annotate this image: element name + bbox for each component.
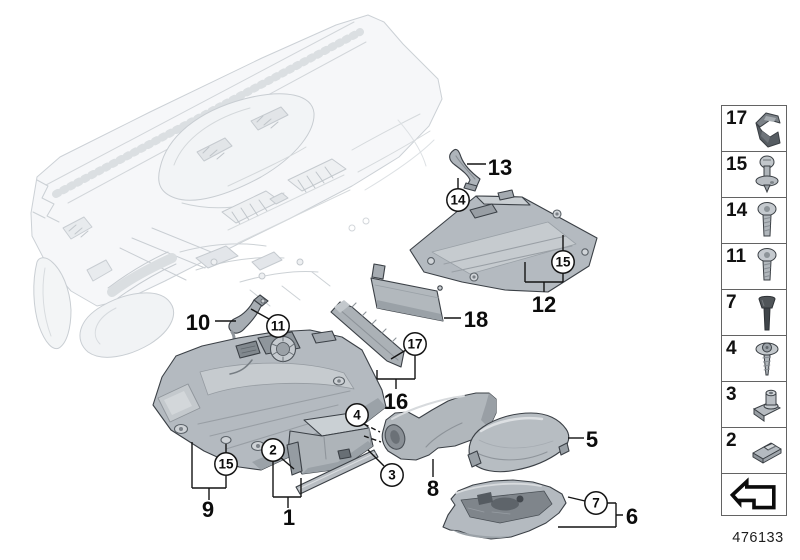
callout-circled-17[interactable]: 17 xyxy=(403,332,427,356)
part-1-storage-compartment xyxy=(286,412,379,495)
callout-label-16[interactable]: 16 xyxy=(384,389,408,414)
legend-label: 11 xyxy=(726,246,747,267)
svg-text:15: 15 xyxy=(555,255,571,270)
callout-label-8[interactable]: 8 xyxy=(427,476,439,501)
expansion-pin-icon xyxy=(758,295,776,330)
callout-leader-lines xyxy=(191,163,623,528)
legend-label: 15 xyxy=(726,154,748,175)
expanding-rivet-icon xyxy=(755,155,779,193)
legend-label: 14 xyxy=(726,200,748,221)
svg-text:7: 7 xyxy=(592,496,600,511)
legend-item-14[interactable]: 14 xyxy=(721,197,787,244)
cage-nut-icon xyxy=(752,389,782,422)
part-18-trim-panel xyxy=(370,263,444,322)
legend-item-3[interactable]: 3 xyxy=(721,381,787,428)
callout-label-10[interactable]: 10 xyxy=(186,310,210,335)
legend-label: 2 xyxy=(726,430,737,451)
callout-circled-3[interactable]: 3 xyxy=(380,463,404,487)
svg-text:3: 3 xyxy=(388,468,396,483)
callout-circled-7[interactable]: 7 xyxy=(584,491,608,515)
svg-text:17: 17 xyxy=(407,337,422,352)
speed-nut-icon xyxy=(752,442,782,463)
callout-circled-4[interactable]: 4 xyxy=(345,403,369,427)
legend-item-cross-reference[interactable] xyxy=(721,473,787,516)
callout-label-13[interactable]: 13 xyxy=(488,155,512,180)
legend-label: 4 xyxy=(726,338,737,359)
callout-circled-11[interactable]: 11 xyxy=(266,314,290,338)
svg-text:4: 4 xyxy=(353,408,361,423)
legend-label: 7 xyxy=(726,292,737,313)
part-5-steering-column-upper-cover xyxy=(467,412,570,473)
washer-screw-icon xyxy=(755,342,779,375)
part-8-air-duct xyxy=(381,392,497,461)
diagram-number: 476133 xyxy=(732,530,784,546)
leader-11 xyxy=(250,308,270,320)
legend-item-4[interactable]: 4 xyxy=(721,335,787,382)
svg-text:11: 11 xyxy=(271,319,286,334)
callout-circled-15-lower[interactable]: 15 xyxy=(214,452,238,476)
callout-circled-2[interactable]: 2 xyxy=(261,438,285,462)
part-12-glovebox-lower-trim xyxy=(409,189,598,293)
leader-17 xyxy=(390,349,407,360)
bracket-1 xyxy=(272,461,302,508)
pan-head-screw-icon xyxy=(757,247,777,280)
leader-3 xyxy=(367,449,385,467)
ghost-dashboard-drawing xyxy=(30,14,443,358)
leader-7 xyxy=(567,496,586,502)
legend-item-15[interactable]: 15 xyxy=(721,151,787,198)
legend-item-11[interactable]: 11 xyxy=(721,243,787,290)
part-13-bracket-strip xyxy=(449,148,481,192)
leader-4-dashed xyxy=(363,423,382,443)
leader-2 xyxy=(279,456,295,470)
fastener-legend: 17 15 14 xyxy=(721,105,787,516)
svg-text:2: 2 xyxy=(269,443,277,458)
bracket-9 xyxy=(191,442,227,500)
callout-label-12[interactable]: 12 xyxy=(532,292,556,317)
legend-label: 3 xyxy=(726,384,737,405)
legend-item-7[interactable]: 7 xyxy=(721,289,787,336)
callout-label-5[interactable]: 5 xyxy=(586,427,598,452)
callout-circled-15-upper[interactable]: 15 xyxy=(551,250,575,274)
svg-text:14: 14 xyxy=(450,193,466,208)
legend-item-2[interactable]: 2 xyxy=(721,427,787,474)
callout-label-1[interactable]: 1 xyxy=(283,505,295,530)
callout-circled-14[interactable]: 14 xyxy=(446,188,470,212)
legend-label: 17 xyxy=(726,108,748,129)
bracket-6 xyxy=(558,502,623,528)
bracket-16 xyxy=(376,356,416,389)
spring-clip-icon xyxy=(755,112,781,147)
pan-head-screw-icon xyxy=(757,201,777,236)
svg-text:15: 15 xyxy=(218,457,234,472)
legend-item-17[interactable]: 17 xyxy=(721,105,787,152)
callout-label-6[interactable]: 6 xyxy=(626,504,638,529)
bracket-12 xyxy=(524,235,564,292)
part-6-steering-column-lower-cover xyxy=(442,479,567,540)
callout-label-9[interactable]: 9 xyxy=(202,497,214,522)
callout-label-18[interactable]: 18 xyxy=(464,307,488,332)
cross-reference-arrow-icon xyxy=(729,476,776,509)
exploded-parts-diagram: 13 12 18 16 10 9 1 8 5 6 14 15 17 11 15 xyxy=(30,14,638,540)
